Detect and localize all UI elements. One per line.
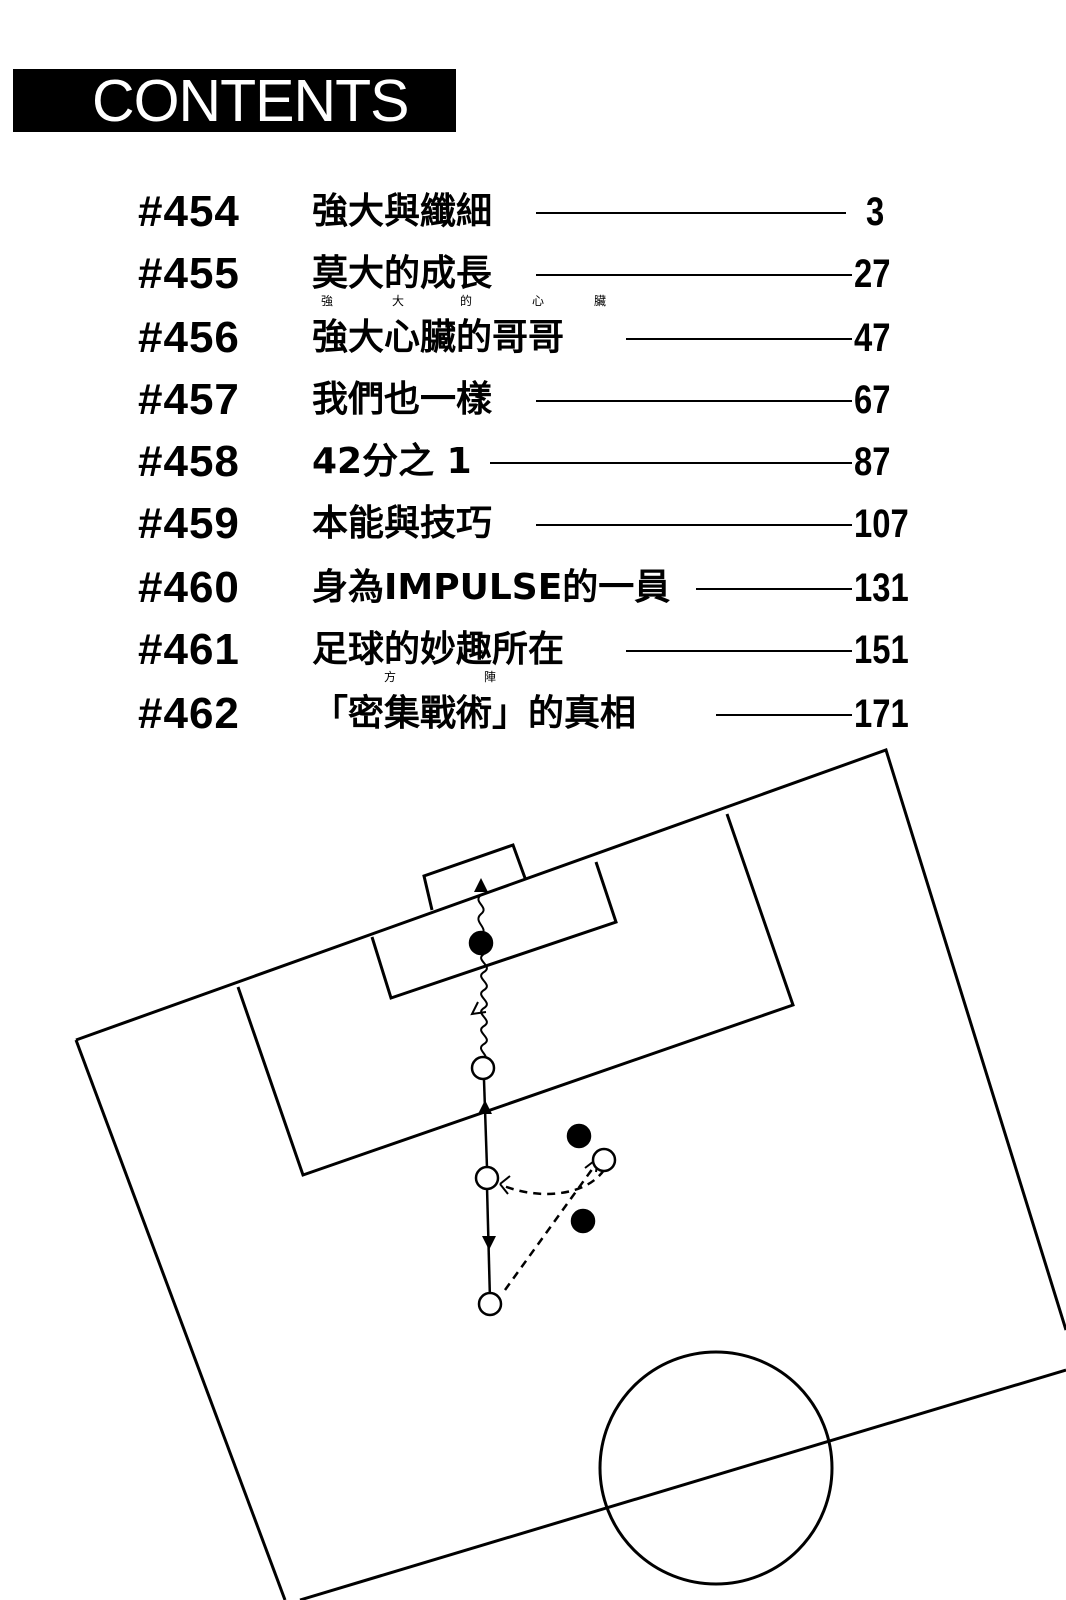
leader-line (716, 714, 852, 716)
leader-line (626, 650, 852, 652)
chapter-number: #457 (138, 375, 240, 424)
run-arrow-icon (474, 878, 488, 892)
leader-line (696, 588, 852, 590)
chapter-title: 42分之 1 (312, 441, 472, 482)
leader-line (536, 400, 852, 402)
play-arrows (470, 878, 606, 1301)
chapter-title: 本能與技巧 (312, 503, 493, 544)
leader-line (490, 462, 852, 464)
toc-row[interactable]: #454 強大與纖細 3 (0, 184, 1066, 240)
touch-line (74, 1039, 287, 1600)
pass-dashed-arrow (503, 1167, 595, 1291)
chapter-title: 身為IMPULSE的一員 (312, 567, 671, 608)
player-open-circle (591, 1147, 617, 1173)
chapter-number: #459 (138, 499, 240, 548)
header-bar (13, 69, 456, 132)
run-line (482, 1079, 489, 1169)
goal-area (370, 861, 618, 1000)
ruby-annotation: 陣 (484, 670, 497, 684)
toc-row[interactable]: #460 身為IMPULSE的一員 131 (0, 560, 1066, 616)
players (468, 930, 617, 1317)
ruby-annotation: 臟 (594, 294, 607, 308)
leader-line (626, 338, 852, 340)
page-number: 171 (854, 692, 909, 736)
leader-line (536, 212, 846, 214)
goal (422, 843, 527, 911)
leader-line (536, 524, 852, 526)
page-number: 3 (866, 190, 885, 234)
toc-row[interactable]: 方 陣 #462 「密集戰術」的真相 171 (0, 670, 1066, 742)
toc-row[interactable]: #457 我們也一樣 67 (0, 372, 1066, 428)
page-number: 67 (854, 378, 891, 422)
toc-row[interactable]: #458 42分之 1 87 (0, 434, 1066, 490)
halfway-line (299, 1368, 1066, 1600)
page-number: 131 (854, 566, 909, 610)
player-open-circle (470, 1055, 496, 1081)
chapter-title: 莫大的成長 (312, 253, 493, 294)
page-number: 87 (854, 440, 891, 484)
page-title: CONTENTS (92, 68, 409, 134)
run-arrow-icon (478, 1100, 492, 1114)
toc-row[interactable]: #459 本能與技巧 107 (0, 496, 1066, 552)
field-boundary (75, 748, 1066, 1331)
chapter-number: #456 (138, 313, 240, 362)
toc-row[interactable]: #461 足球的妙趣所在 151 (0, 622, 1066, 678)
chapter-number: #455 (138, 249, 240, 298)
page-number: 47 (854, 316, 891, 360)
chapter-title: 我們也一樣 (312, 379, 493, 420)
toc-row[interactable]: #455 莫大的成長 27 (0, 246, 1066, 302)
player-open-circle (477, 1291, 503, 1317)
toc-row[interactable]: 強 大 的 心 臟 #456 強大心臟的哥哥 47 (0, 294, 1066, 366)
chapter-number: #461 (138, 625, 240, 674)
dribble-arrow (480, 953, 488, 1063)
player-filled-circle (570, 1208, 596, 1234)
penalty-area (236, 813, 795, 1177)
chapter-title: 強大與纖細 (312, 191, 493, 232)
ruby-annotation: 的 (460, 294, 473, 308)
page-number: 107 (854, 502, 909, 546)
chapter-title: 「密集戰術」的真相 (312, 693, 637, 734)
chapter-number: #460 (138, 563, 240, 612)
ruby-annotation: 心 (532, 294, 545, 308)
ruby-annotation: 強 (321, 294, 334, 308)
player-open-circle (474, 1165, 500, 1191)
dribble-arrow (477, 894, 485, 936)
chapter-number: #454 (138, 187, 240, 236)
ruby-annotation: 大 (392, 294, 405, 308)
pitch-lines (74, 748, 1066, 1600)
player-filled-circle (468, 930, 494, 956)
chapter-number: #458 (138, 437, 240, 486)
ruby-annotation: 方 (384, 670, 397, 684)
page-number: 151 (854, 628, 909, 672)
player-filled-circle (566, 1123, 592, 1149)
chapter-number: #462 (138, 689, 240, 738)
chapter-title: 足球的妙趣所在 (312, 629, 565, 670)
center-circle (598, 1350, 834, 1586)
leader-line (536, 274, 852, 276)
page-number: 27 (854, 252, 891, 296)
dribble-arrow-icon (470, 1001, 487, 1016)
run-arrow-icon (482, 1236, 496, 1250)
pass-arrowhead-icon (499, 1175, 511, 1195)
chapter-title: 強大心臟的哥哥 (312, 317, 565, 358)
